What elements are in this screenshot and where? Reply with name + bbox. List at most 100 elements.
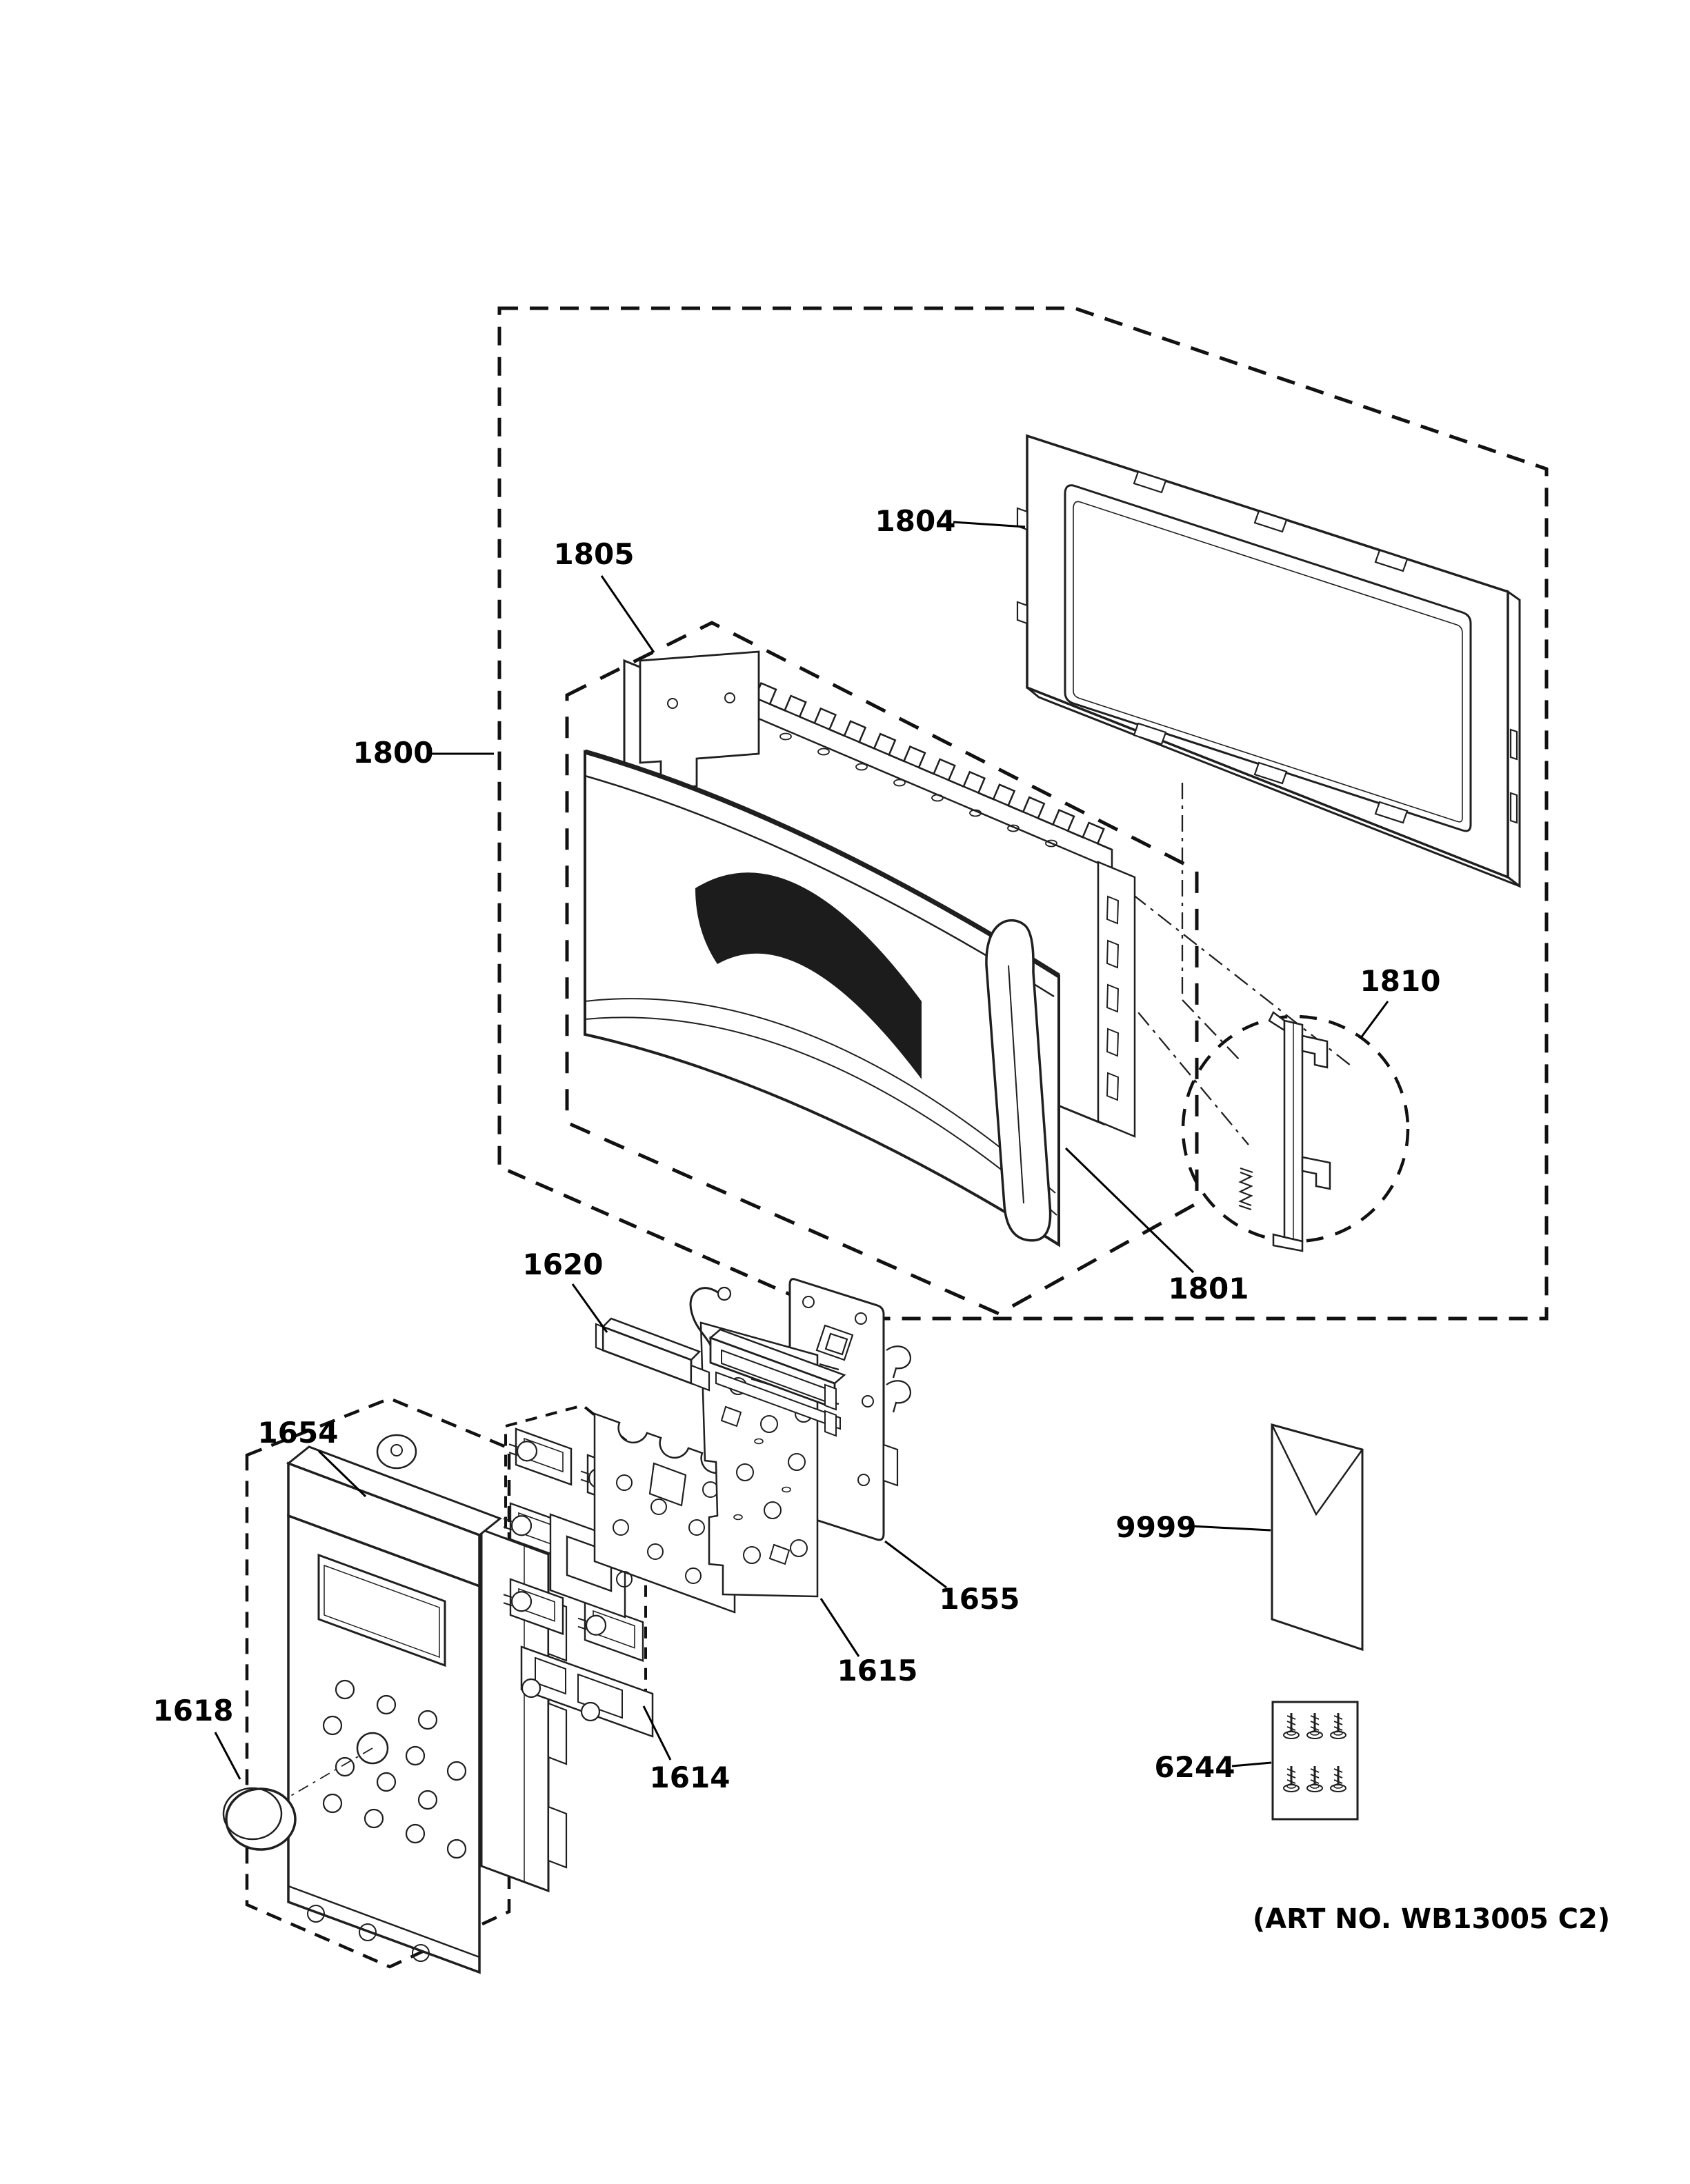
- control-panel-1654: [281, 1434, 502, 1974]
- knob-hole: [356, 1732, 389, 1765]
- keypad-hole: [446, 1839, 467, 1859]
- part-label-1618: 1618: [153, 1694, 234, 1727]
- rail-hole: [931, 794, 944, 802]
- membrane-holes: [613, 1474, 719, 1587]
- pcb-hole: [764, 1501, 782, 1519]
- sensor-wire: [689, 1287, 722, 1354]
- keypad-hole: [376, 1772, 397, 1792]
- control-knob-1618: [222, 1787, 297, 1851]
- bracket-slot: [1106, 939, 1120, 969]
- membrane-hole: [616, 1474, 633, 1491]
- plunger-stub: [580, 1470, 590, 1483]
- part-label-1615: 1615: [837, 1654, 918, 1687]
- pcb-pad-small: [754, 1438, 764, 1445]
- part-label-1654: 1654: [258, 1416, 339, 1450]
- part-label-1804: 1804: [875, 504, 956, 538]
- pcb-hole: [743, 1546, 761, 1564]
- keypad-hole: [322, 1793, 343, 1814]
- keypad-hole: [322, 1715, 343, 1736]
- screw-thread: [1333, 1715, 1343, 1731]
- membrane-hole: [647, 1543, 664, 1560]
- leader-6244: [1231, 1761, 1272, 1767]
- frame-opening: [1064, 484, 1472, 832]
- latch-bracket-strip: [1097, 861, 1136, 1138]
- latch-detail-1810: [1238, 1011, 1331, 1252]
- screw-head-top: [1333, 1730, 1343, 1736]
- detail-circle-1810: [1181, 1014, 1410, 1243]
- membrane-hole: [650, 1499, 667, 1515]
- switch-lower-bar-1614: [520, 1645, 654, 1738]
- keypad-hole: [405, 1823, 426, 1844]
- keypad-hole: [364, 1808, 384, 1829]
- part-label-1805: 1805: [554, 537, 635, 571]
- door-panel-1801: [584, 749, 1060, 1248]
- keypad-hole: [335, 1679, 355, 1700]
- leader-lines: [214, 521, 1389, 1780]
- screw-thread: [1310, 1768, 1320, 1784]
- assembly-boundary-1654: [245, 1396, 511, 1969]
- part-label-1614: 1614: [650, 1761, 730, 1794]
- rail-hole: [969, 809, 982, 817]
- rail-holes: [742, 717, 1057, 848]
- part-label-6244: 6244: [1155, 1750, 1235, 1784]
- part-label-1801: 1801: [1169, 1272, 1249, 1305]
- envelope-9999: [1271, 1423, 1364, 1652]
- latch-spring: [1238, 1167, 1253, 1211]
- keypad-hole: [405, 1745, 426, 1766]
- serrated-rail: [694, 657, 1113, 851]
- leader-1655: [884, 1540, 947, 1589]
- screw-head-top: [1333, 1783, 1343, 1789]
- screw-kit-6244: [1271, 1701, 1359, 1821]
- art-number: (ART NO. WB13005 C2): [1253, 1903, 1610, 1935]
- door-frame-1804: [1016, 434, 1521, 889]
- bracket-slot: [1106, 1072, 1120, 1101]
- keypad-hole: [335, 1756, 355, 1777]
- rail-hole: [1045, 839, 1057, 848]
- leader-1620: [571, 1283, 608, 1333]
- leader-1615: [819, 1598, 860, 1657]
- membrane-hole: [613, 1519, 629, 1536]
- screw-thread: [1310, 1715, 1320, 1731]
- keypad-holes: [322, 1679, 467, 1859]
- switch-plunger: [516, 1441, 538, 1462]
- membrane-hole: [685, 1567, 702, 1584]
- screw-thread: [1286, 1715, 1296, 1731]
- pcb-pad-small: [782, 1486, 791, 1493]
- part-label-1800: 1800: [353, 736, 434, 770]
- plunger-stub: [503, 1594, 513, 1607]
- bracket-slot: [1106, 983, 1120, 1013]
- rail-hole: [893, 779, 906, 787]
- part-label-1810: 1810: [1360, 964, 1441, 998]
- pcb-pad: [720, 1405, 742, 1427]
- screw-thread: [1333, 1768, 1343, 1784]
- screw-head-top: [1286, 1783, 1296, 1789]
- switch-plunger: [585, 1614, 607, 1636]
- keypad-hole: [376, 1694, 397, 1715]
- rail-hole: [855, 763, 868, 771]
- pcb-pad: [768, 1543, 791, 1565]
- frame-tabs: [1016, 470, 1518, 824]
- lamp-bar-1620: [595, 1317, 710, 1392]
- screw-thread: [1286, 1768, 1296, 1784]
- door-handle: [985, 919, 1052, 1242]
- keypad-hole: [417, 1790, 438, 1810]
- leader-1614: [642, 1705, 672, 1761]
- leader-1810: [1359, 1001, 1389, 1039]
- display-bar: [708, 1328, 846, 1437]
- switch-plunger: [510, 1515, 533, 1536]
- pcb-hole: [736, 1463, 754, 1481]
- part-label-1620: 1620: [523, 1248, 604, 1281]
- pcb-holes: [720, 1369, 813, 1565]
- bracket-slot: [1106, 895, 1120, 925]
- hinge-plate: [639, 650, 760, 790]
- pcb-hole: [788, 1453, 806, 1471]
- switch-plunger: [510, 1591, 533, 1612]
- leader-1805: [600, 575, 655, 653]
- assembly-boundary-1805: [565, 621, 1199, 1316]
- rail-hole: [779, 732, 792, 741]
- screw-head-top: [1310, 1783, 1320, 1789]
- part-label-1655: 1655: [940, 1582, 1020, 1616]
- pcb-pad-small: [733, 1514, 743, 1521]
